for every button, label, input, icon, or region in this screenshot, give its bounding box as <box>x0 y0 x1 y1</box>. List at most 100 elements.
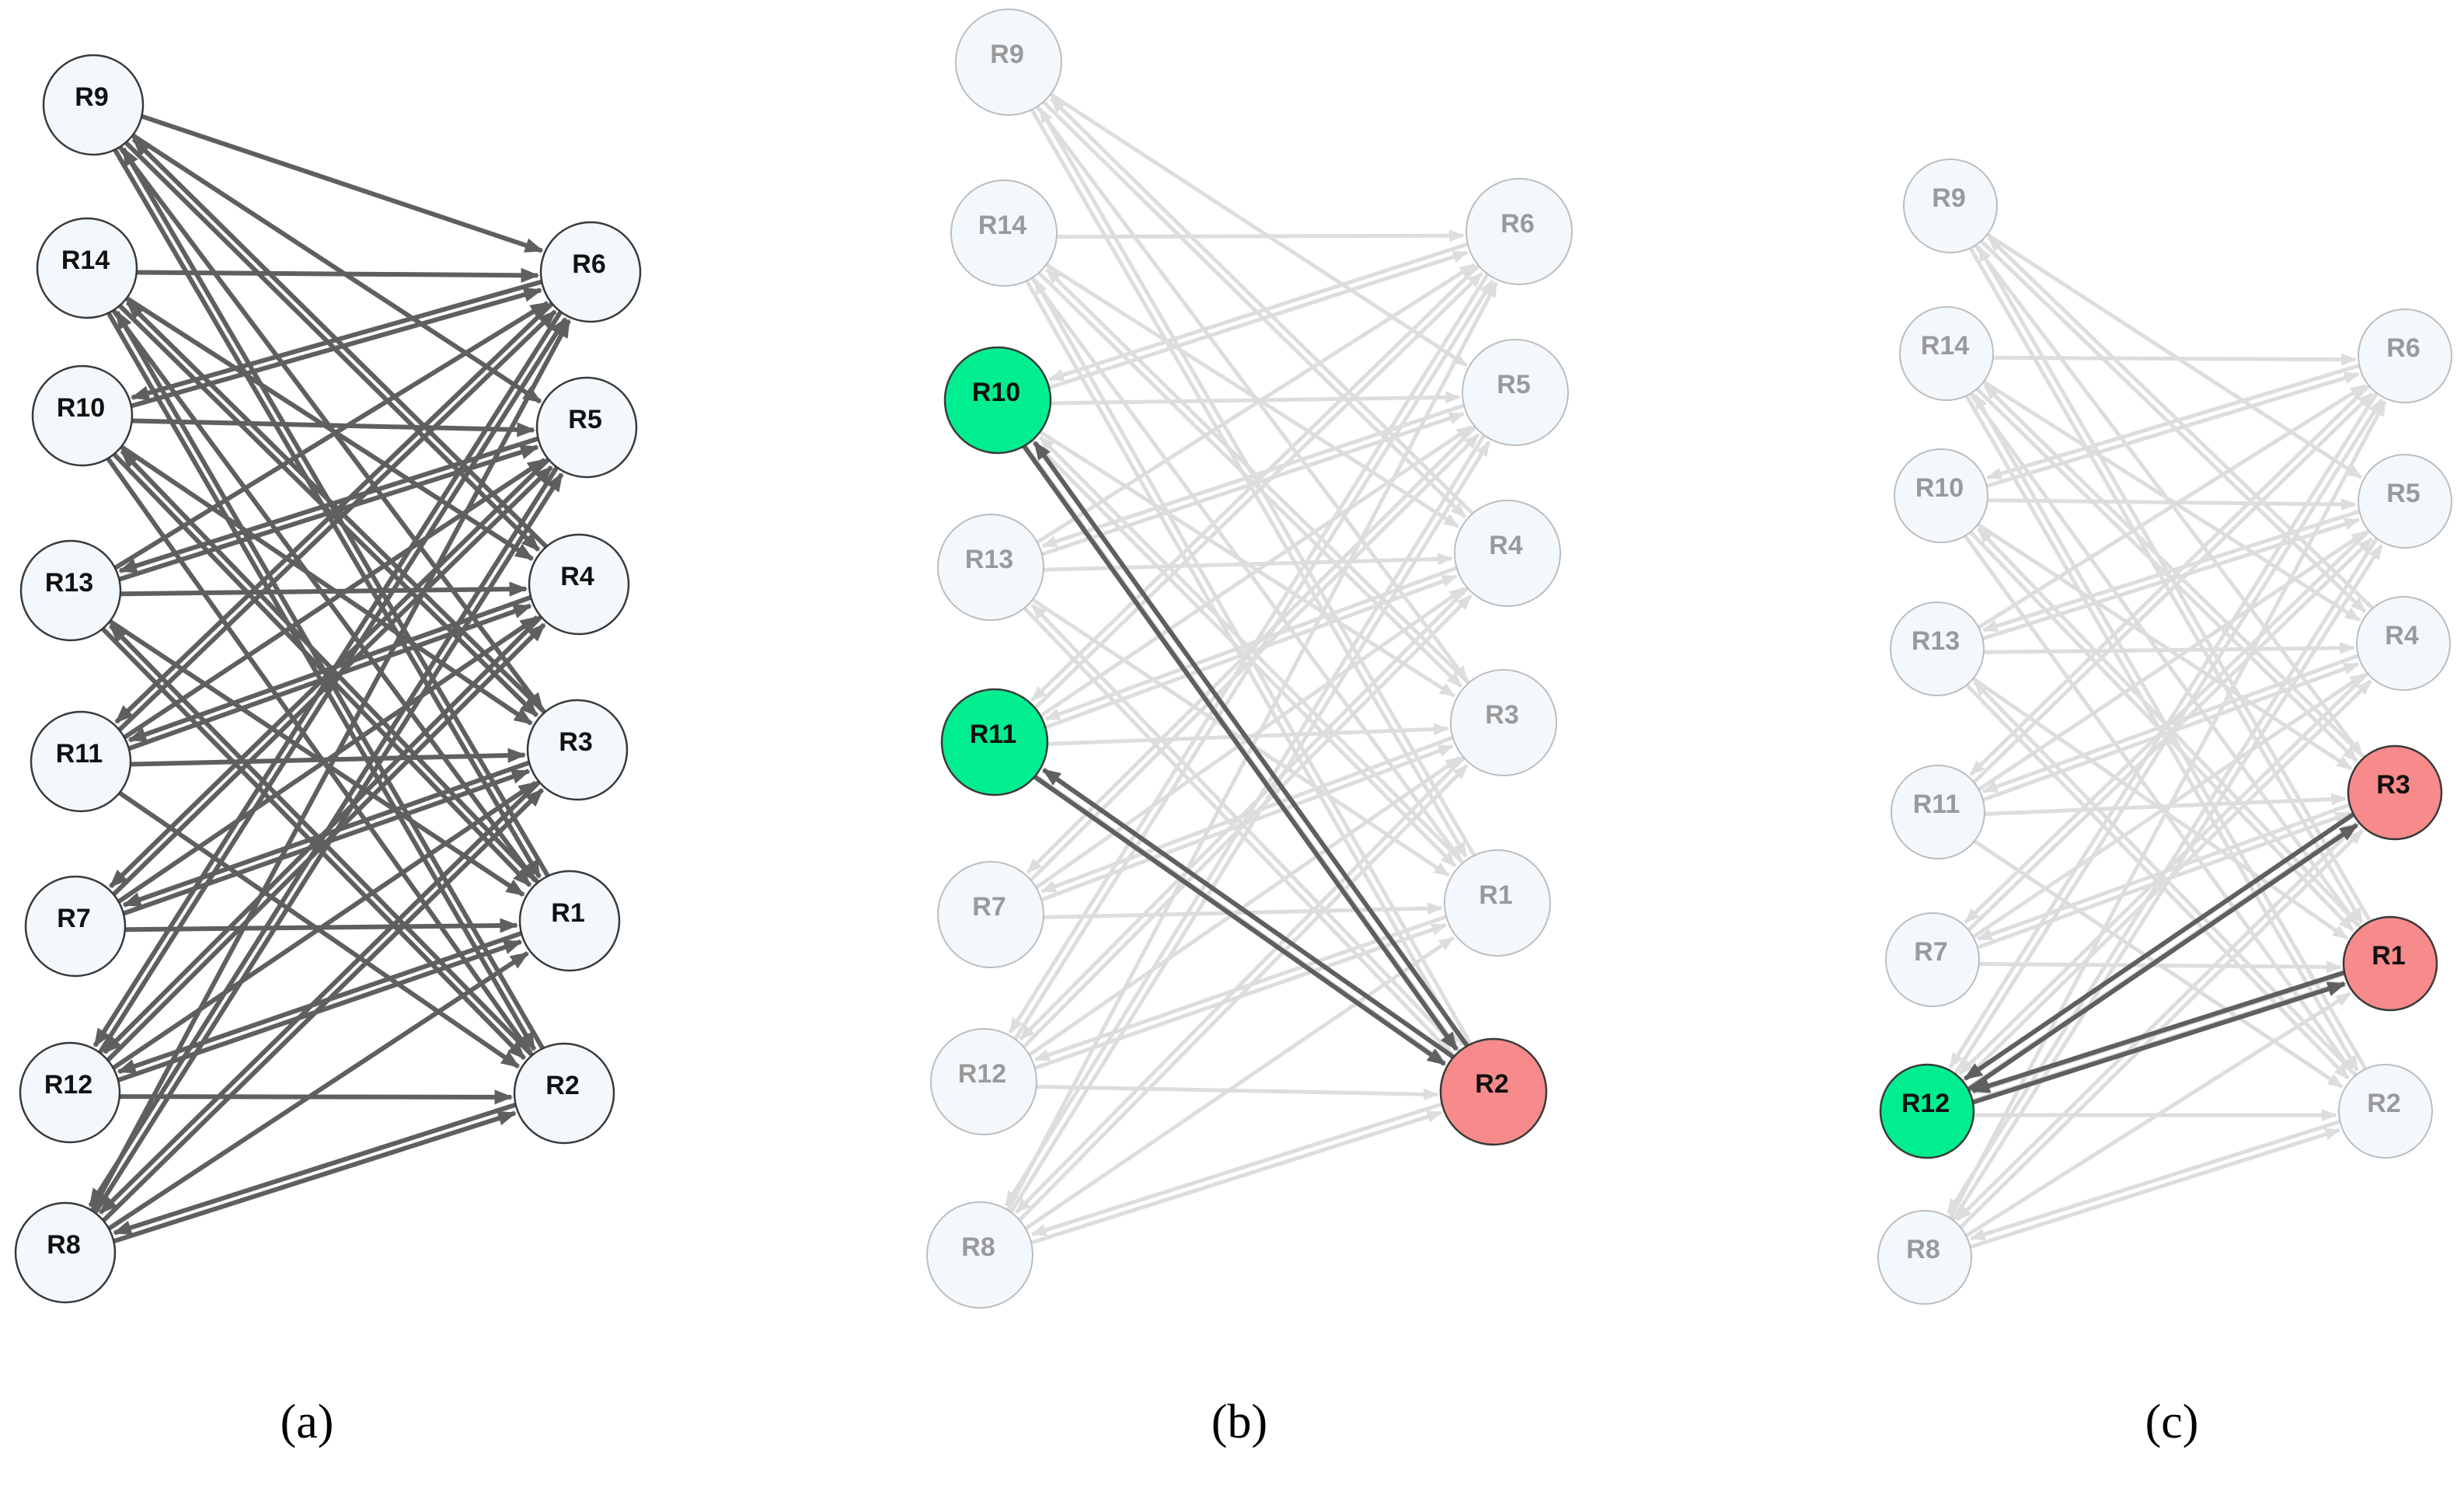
edge-R5-R8 <box>1004 434 1486 1207</box>
node-circle <box>36 217 138 319</box>
node-label: R3 <box>559 727 592 757</box>
edge-R5-R8 <box>88 465 559 1208</box>
edge-R12-R3 <box>1028 755 1462 1057</box>
node-R6: R6 <box>2358 309 2452 403</box>
node-circle <box>539 221 642 323</box>
node-R5: R5 <box>2358 454 2452 549</box>
edge-R9-R4 <box>1979 239 2367 613</box>
edge-R6-R11 <box>114 302 554 724</box>
node-R10: R10 <box>1894 448 1988 543</box>
edge-R9-R6-b <box>141 113 544 253</box>
node-label: R13 <box>965 545 1013 574</box>
node-label: R4 <box>2385 621 2419 650</box>
edge-R11-R5 <box>1978 530 2368 791</box>
edge-R2-R13 <box>1030 603 1462 1053</box>
edge-R1-R10 <box>1977 527 2362 929</box>
node-label: R2 <box>1475 1069 1508 1099</box>
highlight-edge-R1-R12 <box>1971 970 2345 1093</box>
edge-R14-R3 <box>1037 271 1462 688</box>
edge-R12-R4 <box>1022 594 1472 1048</box>
node-label: R13 <box>45 568 93 598</box>
edge-R6-R12 <box>1948 392 2379 1068</box>
node-circle <box>518 870 621 972</box>
node-label: R12 <box>958 1059 1006 1089</box>
edge-R14-R3 <box>118 304 539 718</box>
edge-R7-R1 <box>1978 960 2342 974</box>
node-R9: R9 <box>1903 159 1998 253</box>
node-label: R9 <box>75 82 108 112</box>
node-label: R13 <box>1912 626 1960 656</box>
node-R7: R7 <box>24 875 127 978</box>
node-label: R9 <box>1932 183 1965 213</box>
node-circle <box>950 180 1058 287</box>
node-label: R1 <box>1479 880 1512 910</box>
node-circle <box>1879 1063 1975 1159</box>
edge-R13-R6 <box>113 301 549 570</box>
node-circle <box>2338 1064 2433 1159</box>
edge-R12-R3 <box>112 780 538 1070</box>
node-R3: R3 <box>1450 669 1557 776</box>
node-circle <box>940 688 1049 797</box>
node-circle <box>1444 849 1551 957</box>
node-circle <box>926 1201 1033 1309</box>
node-R10: R10 <box>31 364 134 467</box>
node-R12: R12 <box>1879 1063 1975 1159</box>
node-label: R10 <box>972 378 1020 407</box>
edge-R13-R6 <box>1036 263 1476 544</box>
node-R5: R5 <box>535 376 638 479</box>
node-R5: R5 <box>1462 339 1569 446</box>
edge-R14-R1 <box>1969 392 2360 927</box>
edge-R14-R3 <box>1975 387 2358 762</box>
node-R13: R13 <box>19 539 122 642</box>
edge-R8-R5 <box>92 472 564 1215</box>
node-label: R4 <box>1489 531 1523 560</box>
edge-R11-R5 <box>123 458 547 740</box>
edge-R8-R6 <box>1948 400 2387 1219</box>
node-label: R5 <box>2386 479 2420 508</box>
node-circle <box>1903 159 1998 253</box>
node-label: R10 <box>57 393 105 423</box>
highlight-edge-R12-R3 <box>1967 823 2359 1092</box>
edge-R3-R8 <box>98 780 541 1215</box>
edge-R2-R8 <box>112 1102 517 1236</box>
edge-R6-R11 <box>1969 384 2371 776</box>
node-circle <box>1466 178 1573 285</box>
edge-R11-R6 <box>117 309 557 732</box>
edge-R11-R5 <box>1039 425 1472 718</box>
edge-R13-R4 <box>120 581 528 597</box>
highlight-edge-R2-R11 <box>1042 768 1455 1059</box>
edge-R10-R5 <box>131 418 536 437</box>
edge-R4-R9 <box>131 138 549 549</box>
node-circle <box>937 861 1044 968</box>
edge-R10-R3 <box>120 444 533 726</box>
node-R9: R9 <box>42 54 145 156</box>
node-circle <box>1885 912 1980 1007</box>
node-R6: R6 <box>539 221 642 323</box>
node-R12: R12 <box>19 1041 121 1144</box>
node-label: R8 <box>961 1232 995 1262</box>
edge-R6-R10 <box>130 279 542 401</box>
edge-R8-R3 <box>1018 764 1469 1222</box>
edge-R7-R5 <box>112 465 553 897</box>
edge-R12-R2 <box>1036 1084 1439 1101</box>
node-R1: R1 <box>2342 915 2438 1012</box>
node-R14: R14 <box>1899 306 1994 401</box>
edge-R10-R3 <box>1977 522 2353 771</box>
node-circle <box>535 376 638 479</box>
edge-R6-R12 <box>92 310 563 1048</box>
node-label: R3 <box>1485 700 1518 730</box>
edge-R2-R8 <box>1030 1102 1443 1236</box>
edge-R8-R3 <box>102 788 545 1222</box>
edge-R8-R2 <box>1030 1110 1443 1245</box>
edge-R8-R2 <box>113 1110 518 1244</box>
node-R3: R3 <box>526 699 629 801</box>
edge-R5-R13 <box>1981 509 2361 633</box>
edge-R14-R6 <box>1057 229 1466 242</box>
node-label: R10 <box>1915 473 1964 503</box>
node-circle <box>31 364 134 467</box>
node-circle <box>24 875 127 978</box>
edge-R13-R6 <box>1978 384 2367 629</box>
node-R13: R13 <box>1890 601 1985 696</box>
node-circle <box>2358 309 2452 403</box>
